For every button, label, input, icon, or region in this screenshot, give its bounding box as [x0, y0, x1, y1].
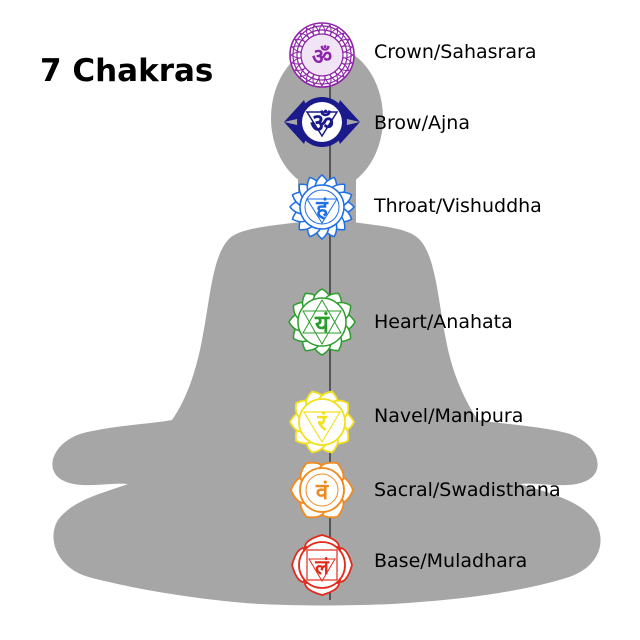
label-brow: Brow/Ajna [374, 112, 470, 134]
sacral-chakra-icon: वं [290, 461, 354, 519]
label-heart: Heart/Anahata [374, 311, 513, 333]
label-throat: Throat/Vishuddha [374, 195, 542, 217]
navel-symbol: रं [317, 411, 328, 436]
throat-symbol: हं [315, 197, 329, 222]
navel-chakra-icon: रं [288, 390, 356, 454]
base-chakra-icon: लं [291, 534, 353, 596]
heart-chakra-icon: यं [288, 288, 356, 356]
diagram-title: 7 Chakras [40, 53, 214, 89]
heart-symbol: यं [314, 310, 330, 338]
label-crown: Crown/Sahasrara [374, 41, 537, 63]
crown-symbol: ॐ [312, 45, 332, 70]
crown-chakra-icon: ॐ [289, 22, 355, 88]
throat-chakra-icon: हं [289, 174, 355, 240]
label-base: Base/Muladhara [374, 550, 528, 572]
sacral-symbol: वं [315, 480, 329, 505]
brow-symbol: ॐ [310, 109, 334, 139]
label-sacral: Sacral/Swadisthana [374, 479, 561, 501]
label-navel: Navel/Manipura [374, 405, 524, 427]
lotus-petal [340, 45, 353, 54]
brow-chakra-icon: ॐ [284, 97, 360, 147]
base-symbol: लं [314, 555, 330, 579]
